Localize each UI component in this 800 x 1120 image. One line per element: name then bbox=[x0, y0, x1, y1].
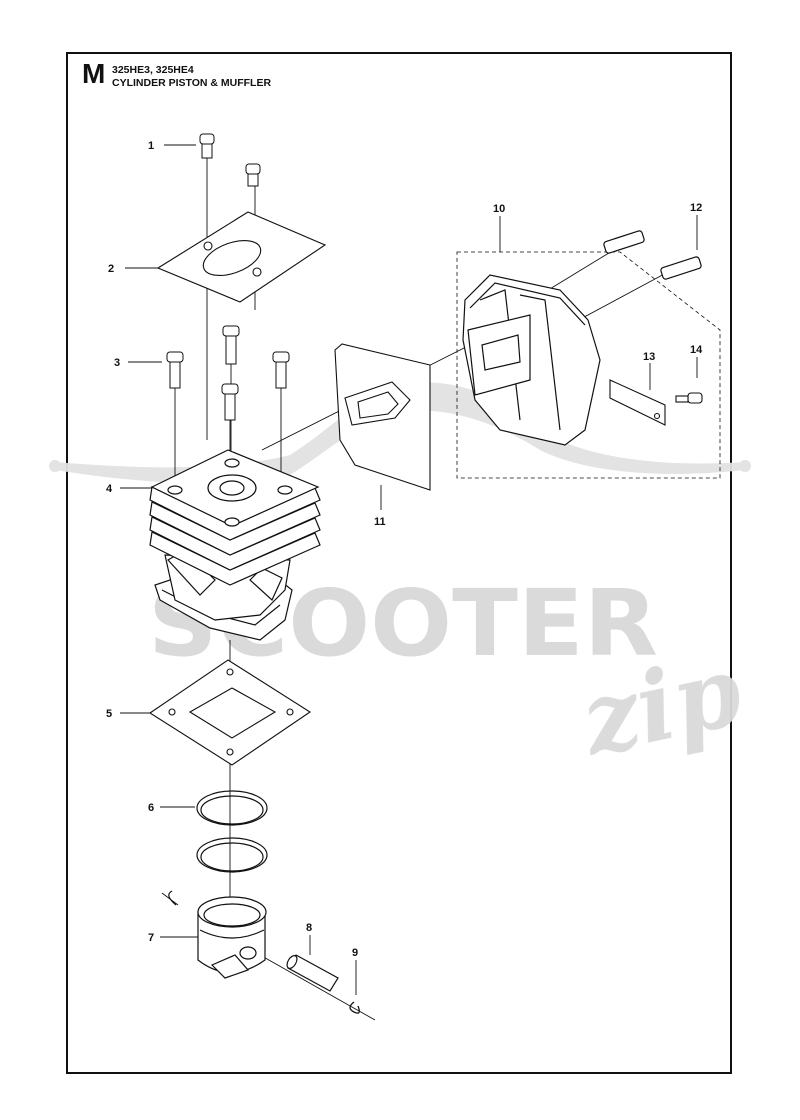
base-gasket-hole bbox=[226, 668, 234, 676]
base-gasket-hole bbox=[286, 708, 294, 716]
muffler-ridge-1 bbox=[469, 282, 586, 326]
screw-shank bbox=[224, 393, 236, 421]
cylinder-bolt-hole bbox=[224, 517, 240, 527]
part-13-14-plate-screw bbox=[609, 379, 703, 426]
piston-clip-left bbox=[168, 890, 177, 906]
watermark-dot-left bbox=[49, 460, 61, 472]
callout-3: 3 bbox=[114, 357, 120, 369]
callout-13: 13 bbox=[643, 351, 655, 363]
diagram-title: CYLINDER PISTON & MUFFLER bbox=[112, 77, 272, 89]
part-14-screw-head bbox=[687, 392, 703, 404]
screw-head bbox=[222, 325, 240, 337]
muffler-bolt-12 bbox=[660, 256, 702, 280]
part-10-muffler bbox=[462, 230, 702, 446]
screw-shank bbox=[225, 335, 237, 365]
callout-numbers: 1 2 3 4 5 6 7 8 9 10 11 12 13 14 bbox=[106, 140, 703, 959]
leader-pin bbox=[259, 954, 376, 1021]
muffler-bolt-10 bbox=[603, 230, 645, 254]
screw-head bbox=[245, 163, 261, 175]
base-gasket-hole bbox=[168, 708, 176, 716]
callout-1: 1 bbox=[148, 140, 154, 152]
cylinder-fin-4 bbox=[149, 516, 321, 571]
leader-bolt-10 bbox=[539, 247, 618, 296]
piston-ring-lower bbox=[196, 837, 268, 873]
gasket-plate-port bbox=[202, 240, 262, 276]
callout-14: 14 bbox=[690, 344, 703, 356]
muffler-ridge-3 bbox=[519, 294, 561, 431]
screw-head bbox=[221, 383, 239, 395]
cylinder-bolt-hole bbox=[167, 485, 183, 495]
screw-head bbox=[199, 133, 215, 145]
cylinder-bolt-hole bbox=[277, 485, 293, 495]
part-2-gasket-plate bbox=[156, 211, 327, 303]
piston-crown bbox=[197, 896, 267, 928]
model-numbers: 325HE3, 325HE4 bbox=[112, 64, 194, 76]
part-13-hole bbox=[653, 412, 661, 420]
part-6-piston-rings bbox=[196, 790, 268, 873]
muffler-group-box bbox=[456, 251, 721, 479]
cylinder-fin-3 bbox=[149, 501, 321, 556]
screw-head bbox=[272, 351, 290, 363]
section-letter: M bbox=[82, 58, 106, 89]
part-11-heat-shield bbox=[334, 343, 431, 491]
piston-crown-inner bbox=[203, 903, 261, 927]
part-7-piston bbox=[168, 890, 267, 979]
screw-shank bbox=[169, 361, 181, 389]
callout-6: 6 bbox=[148, 802, 154, 814]
muffler-flange-port bbox=[481, 334, 521, 371]
callout-11: 11 bbox=[374, 516, 386, 528]
cylinder-spark-hole bbox=[219, 480, 245, 496]
piston-pin-end bbox=[286, 955, 298, 969]
callout-2: 2 bbox=[108, 263, 114, 275]
part-3-screws bbox=[166, 325, 290, 421]
piston-pin-boss bbox=[239, 946, 257, 960]
part-8-piston-pin bbox=[286, 954, 339, 992]
piston-groove bbox=[199, 929, 265, 939]
callout-12: 12 bbox=[690, 202, 702, 214]
part-4-cylinder bbox=[149, 449, 321, 641]
callout-9: 9 bbox=[352, 947, 358, 959]
part-9-circlip bbox=[349, 1001, 360, 1014]
callout-4: 4 bbox=[106, 483, 113, 495]
callout-10: 10 bbox=[493, 203, 505, 215]
heat-shield-gasket-port bbox=[357, 391, 399, 419]
screw-head bbox=[166, 351, 184, 363]
cylinder-fin-5 bbox=[149, 531, 321, 586]
part-1-screws bbox=[199, 133, 261, 187]
part-5-base-gasket bbox=[148, 659, 312, 766]
callout-5: 5 bbox=[106, 708, 112, 720]
page-frame bbox=[66, 52, 732, 1074]
watermark-dot-right bbox=[739, 460, 751, 472]
callout-leaders bbox=[120, 144, 698, 995]
piston-ring-upper-inner bbox=[200, 795, 264, 825]
callout-8: 8 bbox=[306, 922, 312, 934]
cylinder-bolt-hole bbox=[224, 458, 240, 468]
callout-7: 7 bbox=[148, 932, 154, 944]
base-gasket-hole bbox=[226, 748, 234, 756]
part-13-plate bbox=[609, 379, 666, 426]
part-14-screw-shank bbox=[675, 395, 689, 403]
base-gasket-port bbox=[188, 687, 277, 739]
screw-shank bbox=[201, 143, 213, 159]
gasket-plate-hole bbox=[252, 267, 262, 277]
watermark-swoosh bbox=[55, 382, 745, 484]
piston-port bbox=[210, 954, 250, 979]
screw-shank bbox=[275, 361, 287, 389]
piston-ring-upper bbox=[196, 790, 268, 826]
piston-ring-lower-inner bbox=[200, 842, 264, 872]
screw-shank bbox=[247, 173, 259, 187]
muffler-body bbox=[462, 274, 601, 446]
gasket-plate-hole bbox=[203, 241, 213, 251]
